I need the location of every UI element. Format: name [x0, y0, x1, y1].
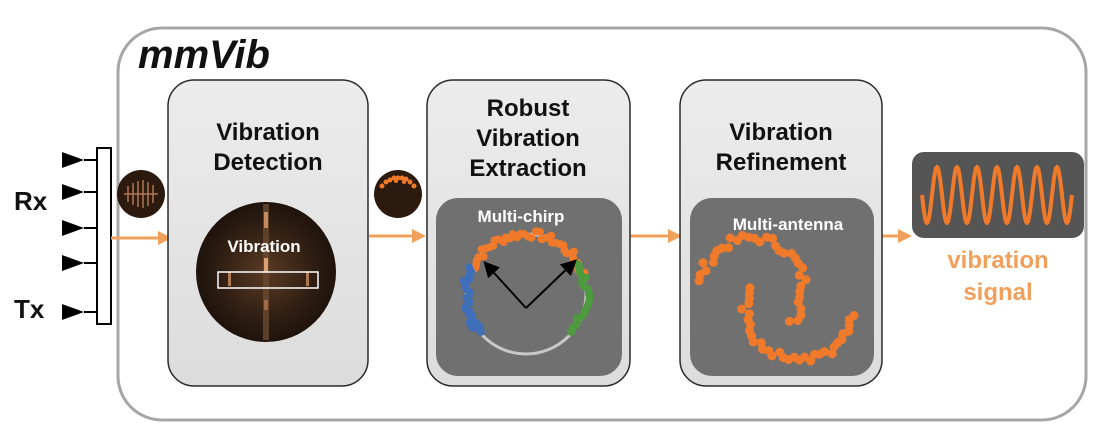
iq-point [698, 258, 708, 268]
rx-label: Rx [14, 186, 48, 216]
phase-vector [483, 261, 527, 309]
iq-point [479, 252, 488, 261]
stage-title-line: Detection [213, 149, 322, 176]
raw-signal-thumbnail [117, 170, 165, 218]
arc-thumbnail [374, 170, 422, 218]
flow-arrows [111, 229, 912, 245]
system-title: mmVib [138, 33, 270, 77]
flow-arrow [625, 229, 682, 243]
iq-points [459, 227, 594, 336]
iq-point [794, 270, 804, 280]
antenna-icon [62, 255, 97, 271]
output-label: vibration [947, 247, 1048, 274]
stage-vibration-refinement: Vibration Refinement Multi-antenna [679, 79, 883, 387]
inset-label: Multi-antenna [733, 215, 844, 234]
iq-point [810, 349, 819, 359]
iq-point [701, 266, 711, 276]
iq-point [784, 316, 794, 326]
antenna-bus [96, 147, 112, 325]
iq-point [768, 233, 778, 243]
iq-point [829, 342, 839, 352]
iq-point [527, 233, 536, 242]
sine-wave [920, 165, 1074, 225]
iq-point [796, 304, 806, 314]
phase-vector [525, 259, 577, 309]
spectrum-image: Vibration [196, 202, 336, 342]
stage-title-line: Vibration [216, 119, 320, 146]
stage-title-line: Extraction [469, 155, 586, 182]
stage-title-line: Vibration [476, 125, 580, 152]
tx-label: Tx [14, 294, 45, 324]
stage-title-line: Vibration [729, 119, 833, 146]
antenna-icon [62, 184, 97, 200]
iq-point [779, 248, 789, 258]
iq-point [756, 338, 766, 348]
iq-point [755, 237, 765, 247]
iq-point [793, 316, 803, 325]
antenna-icon [62, 152, 97, 168]
flow-arrow [369, 229, 426, 243]
flow-arrow [111, 231, 172, 245]
stage-title-line: Robust [487, 95, 570, 122]
stage-title-line: Refinement [716, 149, 847, 176]
stage-robust-extraction: Robust Vibration Extraction Multi-chirp [426, 79, 631, 387]
antenna-icon [62, 220, 97, 236]
iq-point [745, 283, 755, 293]
stage-vibration-detection: Vibration Detection Vibration [167, 79, 369, 387]
spectrum-label: Vibration [227, 237, 300, 256]
iq-point [465, 263, 474, 272]
output-label: signal [963, 279, 1032, 306]
iq-point [744, 309, 754, 319]
flow-arrow [880, 229, 912, 243]
iq-points [694, 231, 859, 366]
iq-point [827, 349, 837, 359]
iq-point [547, 231, 556, 240]
inset-label: Multi-chirp [478, 207, 565, 226]
multi-antenna-inset: Multi-antenna [690, 198, 874, 376]
iq-point [725, 233, 735, 243]
iq-point [562, 249, 571, 258]
iq-point [798, 263, 808, 273]
iq-point [717, 243, 727, 253]
iq-point [737, 304, 747, 314]
iq-point [775, 347, 785, 357]
signal-display [912, 152, 1084, 238]
iq-point [567, 328, 576, 336]
iq-point [801, 275, 811, 285]
antenna-icon [62, 304, 97, 320]
antenna-array: Rx Tx [14, 147, 112, 325]
iq-point [724, 243, 733, 253]
multi-chirp-inset: Multi-chirp [436, 198, 622, 376]
output-vibration-signal: vibration signal [912, 152, 1084, 306]
iq-point [535, 227, 544, 236]
